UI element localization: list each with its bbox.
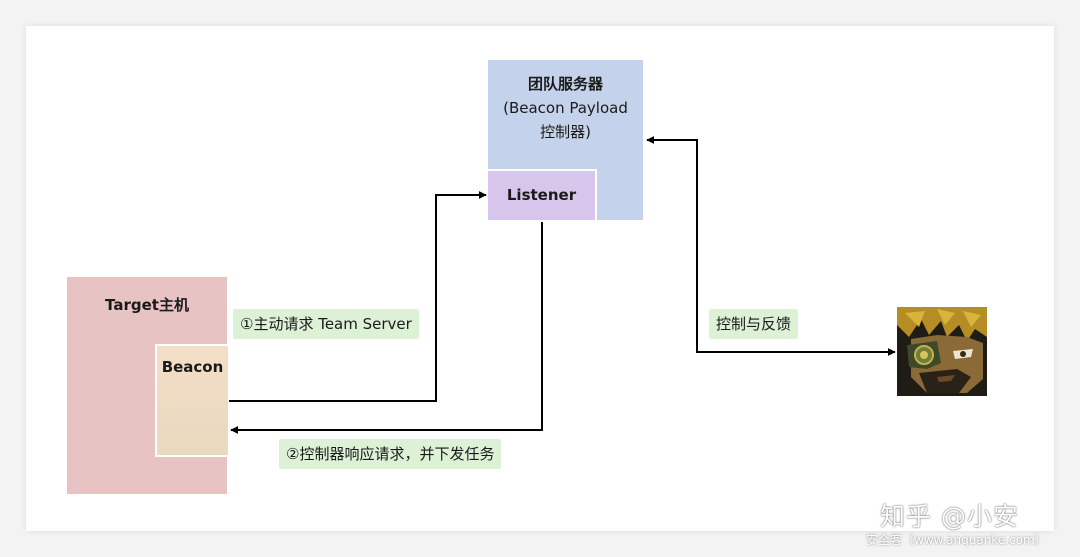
listener-label: Listener xyxy=(506,186,577,204)
target-host-label: Target主机 xyxy=(105,296,189,314)
beacon-label: Beacon xyxy=(161,358,224,376)
anquanke-watermark: 安全客（www.anquanke.com） xyxy=(866,533,1047,547)
attacker-avatar-icon xyxy=(897,307,987,396)
team-server-title: 团队服务器 (Beacon Payload 控制器) xyxy=(488,72,643,144)
beacon-box: Beacon xyxy=(155,344,228,457)
control-feedback-edge-label: 控制与反馈 xyxy=(709,309,799,339)
zhihu-watermark: 知乎 @小安 xyxy=(880,502,1019,531)
team-server-name: 团队服务器 xyxy=(527,75,603,93)
request-edge-label: ①主动请求 Team Server xyxy=(233,309,419,339)
response-edge-label: ②控制器响应请求，并下发任务 xyxy=(279,439,502,469)
team-server-box: 团队服务器 (Beacon Payload 控制器) xyxy=(488,60,643,220)
listener-box: Listener xyxy=(488,169,597,220)
team-server-subtitle-line2: 控制器) xyxy=(540,123,591,141)
team-server-subtitle-line1: (Beacon Payload xyxy=(503,99,628,117)
